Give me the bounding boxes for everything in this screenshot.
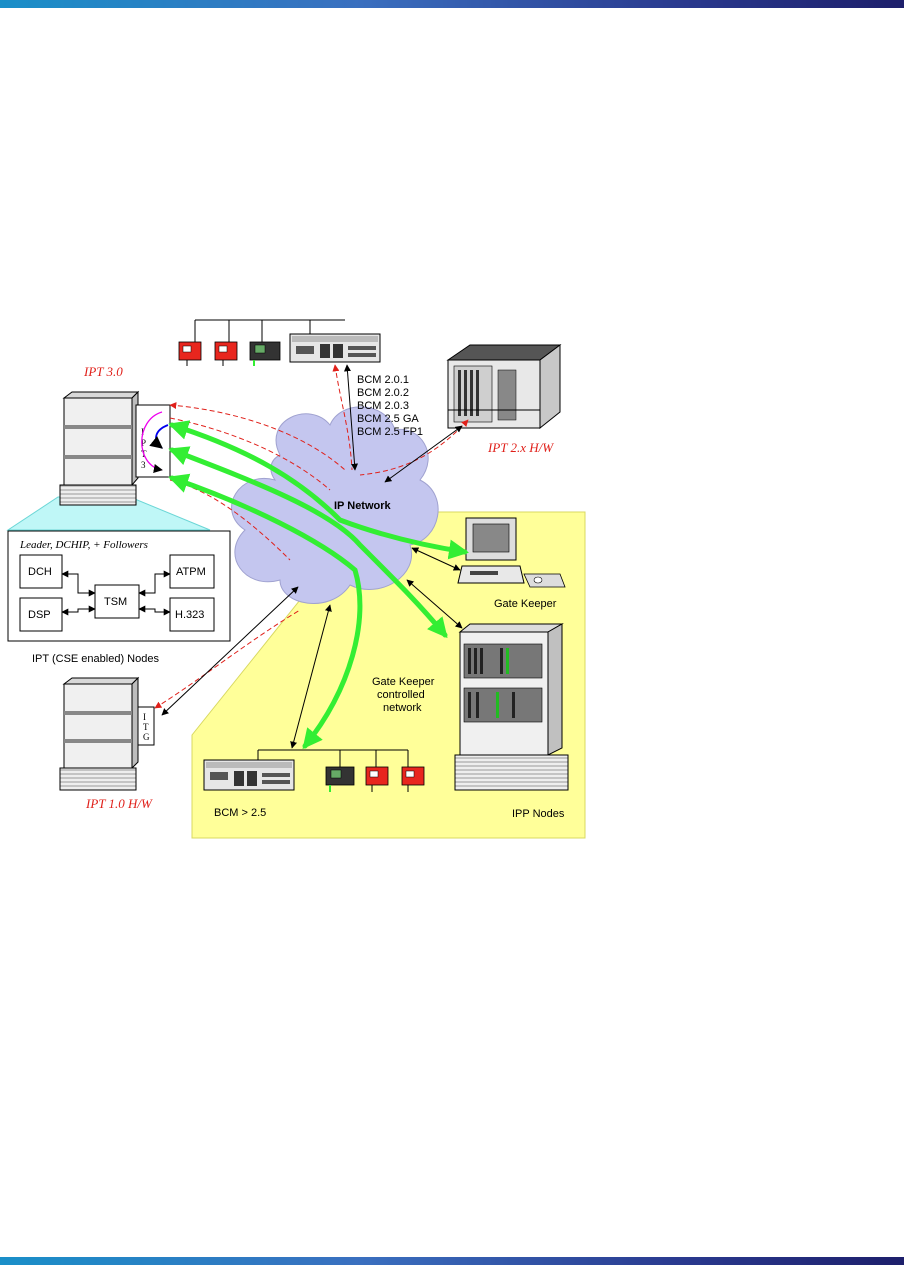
itg-card-letter: T bbox=[143, 722, 149, 732]
ipt3-card-letter: 3 bbox=[141, 460, 146, 470]
ipt3-card-letter: P bbox=[141, 438, 146, 448]
bcm-version: BCM 2.0.1 bbox=[357, 374, 409, 386]
top-bcm-group bbox=[178, 319, 381, 366]
itg-card-letter: G bbox=[143, 732, 150, 742]
ipp-nodes-cabinet-icon bbox=[454, 623, 569, 791]
tsm-label: TSM bbox=[104, 596, 127, 608]
ipt30-label: IPT 3.0 bbox=[83, 364, 123, 379]
phone-green-icon bbox=[325, 766, 355, 792]
bcm-version: BCM 2.0.2 bbox=[357, 387, 409, 399]
gk-controlled-label: Gate Keeper bbox=[372, 676, 435, 688]
ipt10-label: IPT 1.0 H/W bbox=[85, 796, 153, 811]
phone-red-icon bbox=[365, 766, 389, 792]
top-banner bbox=[0, 0, 904, 8]
dsp-box bbox=[19, 597, 63, 632]
leader-label: Leader, DCHIP, + Followers bbox=[19, 539, 148, 551]
bcm-unit-icon bbox=[203, 759, 295, 791]
gatekeeper-pc-icon bbox=[457, 517, 566, 588]
ipt2x-hardware-icon bbox=[446, 344, 562, 430]
ipt10-cabinet-icon bbox=[59, 676, 140, 791]
bottom-bcm-group bbox=[203, 749, 425, 792]
h323-label: H.323 bbox=[175, 609, 204, 621]
atpm-label: ATPM bbox=[176, 566, 206, 578]
gk-controlled-label: controlled bbox=[377, 689, 425, 701]
dch-box bbox=[19, 554, 63, 589]
phone-red-icon bbox=[401, 766, 425, 792]
bcm-version: BCM 2.5 GA bbox=[357, 413, 419, 425]
phone-red-icon bbox=[178, 341, 202, 366]
bcm-unit-icon bbox=[289, 333, 381, 363]
itg-card bbox=[137, 706, 155, 746]
green-flows bbox=[168, 420, 469, 750]
ip-network-label: IP Network bbox=[334, 500, 392, 512]
gatekeeper-label: Gate Keeper bbox=[494, 598, 557, 610]
phone-red-icon bbox=[214, 341, 238, 366]
bottom-banner bbox=[0, 1257, 904, 1265]
tsm-box bbox=[94, 584, 140, 619]
ipt-cse-label: IPT (CSE enabled) Nodes bbox=[32, 653, 159, 665]
gk-controlled-label: network bbox=[383, 702, 422, 714]
ipt2x-label: IPT 2.x H/W bbox=[487, 440, 554, 455]
bcm-version: BCM 2.5 FP1 bbox=[357, 426, 423, 438]
itg-card-letter: I bbox=[143, 712, 146, 722]
phone-green-icon bbox=[249, 341, 281, 366]
dch-label: DCH bbox=[28, 566, 52, 578]
ipt30-cabinet-icon bbox=[59, 390, 140, 506]
bcm-gt-label: BCM > 2.5 bbox=[214, 807, 266, 819]
dsp-label: DSP bbox=[28, 609, 51, 621]
bcm-version: BCM 2.0.3 bbox=[357, 400, 409, 412]
ipp-nodes-label: IPP Nodes bbox=[512, 808, 565, 820]
